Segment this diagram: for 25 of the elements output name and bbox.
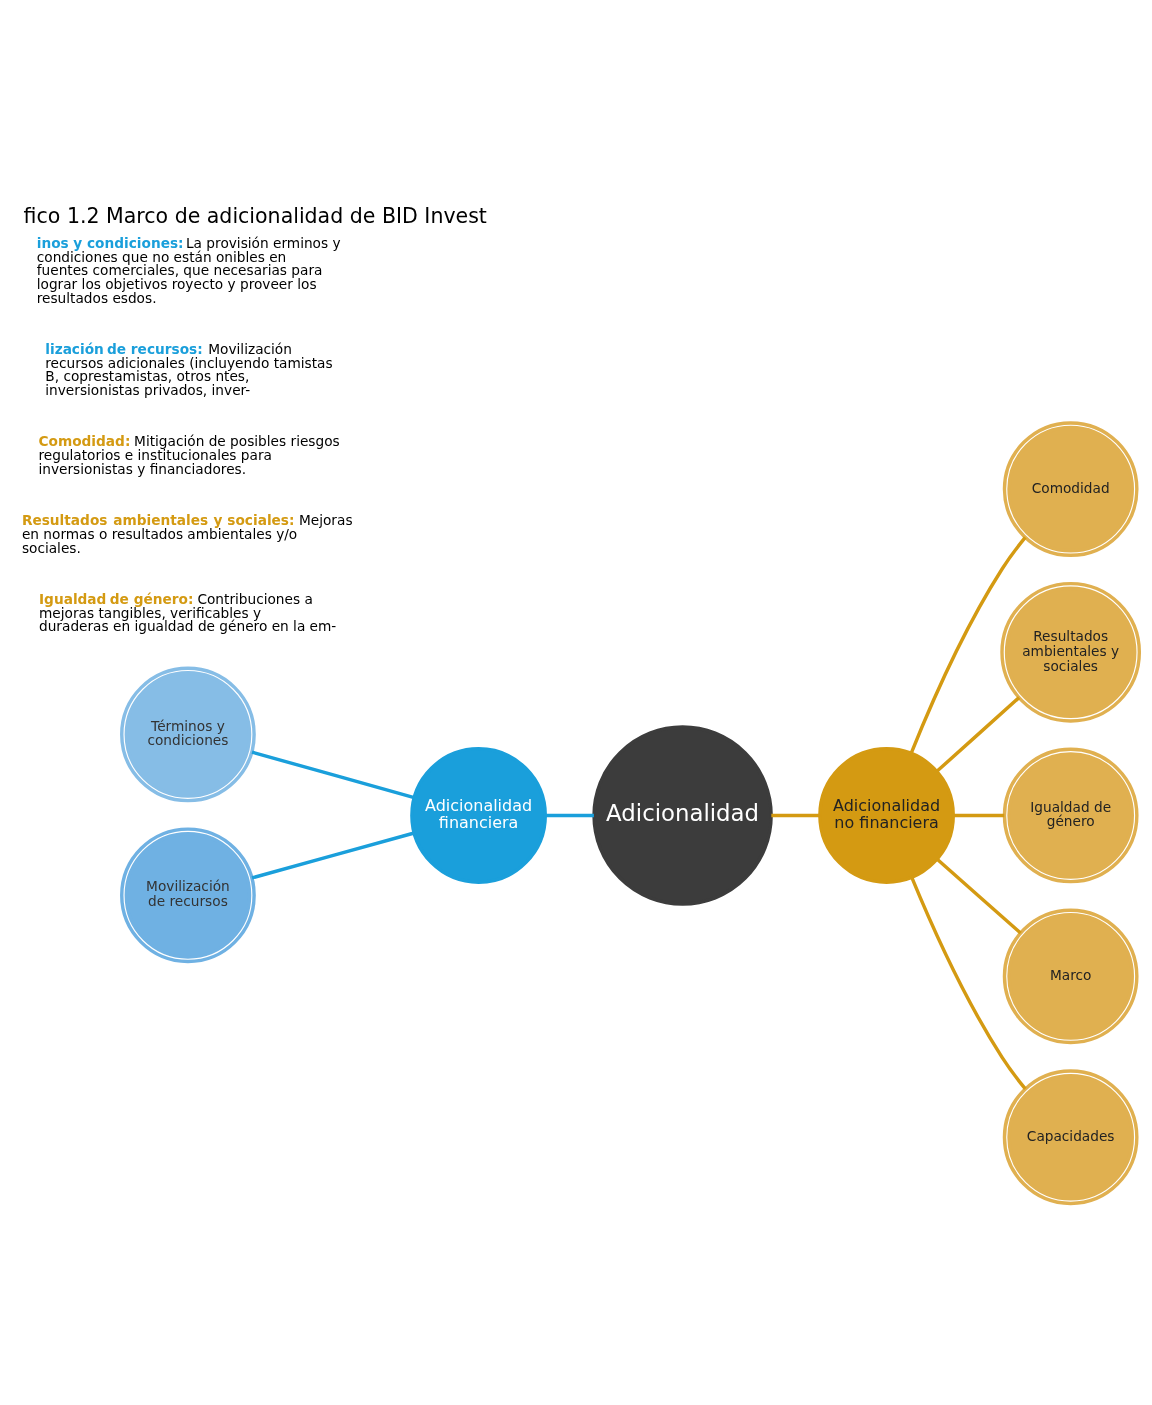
label: Resultados ambientales y sociales: Mejoras en normas o resultados ambientales y/o sociales. — [21, 512, 353, 556]
node-circle: Marco — [1002, 908, 1139, 1045]
label: inos y condiciones: La provisión erminos y condiciones que no están onibles en fuentes comerciales, que necesarias para lograr los objetivos royecto y proveer los resultados esdos. — [36, 234, 341, 306]
label: Comodidad: Mitigación de posibles riesgos regulatorios e institucionales para inversionistas y financiadores. — [38, 433, 340, 477]
connector — [251, 831, 415, 880]
label: Igualdad de género: Contribuciones a mejoras tangibles, verificables y duraderas en igualdad de género en la em- — [39, 590, 337, 635]
connector — [910, 876, 1027, 1091]
node-circle: Adicionalidad — [592, 725, 773, 906]
node-circle: Adicionalidad no financiera — [818, 747, 955, 884]
connector — [909, 536, 1027, 754]
connector — [251, 750, 415, 800]
label: lización de recursos: Movilización recursos adicionales (incluyendo tamistas B, coprestamistas, otros ntes, inversionistas privados, inver- — [45, 341, 333, 399]
node-circle: Términos y condiciones — [120, 666, 256, 803]
connector — [771, 813, 821, 818]
connector — [953, 813, 1005, 818]
node-circle: Comodidad — [1002, 421, 1139, 557]
connector — [545, 813, 594, 818]
diagram-title: fico 1.2 Marco de adicionalidad de BID Invest — [23, 203, 487, 228]
node-circle: Movilización de recursos — [120, 827, 256, 964]
connector — [935, 696, 1021, 773]
node-circle: Adicionalidad financiera — [410, 747, 547, 884]
node-circle: Resultados ambientales y sociales — [1000, 581, 1142, 723]
node-circle: Igualdad de género — [1002, 747, 1139, 884]
node-circle: Capacidades — [1002, 1069, 1139, 1206]
connector — [935, 857, 1022, 935]
